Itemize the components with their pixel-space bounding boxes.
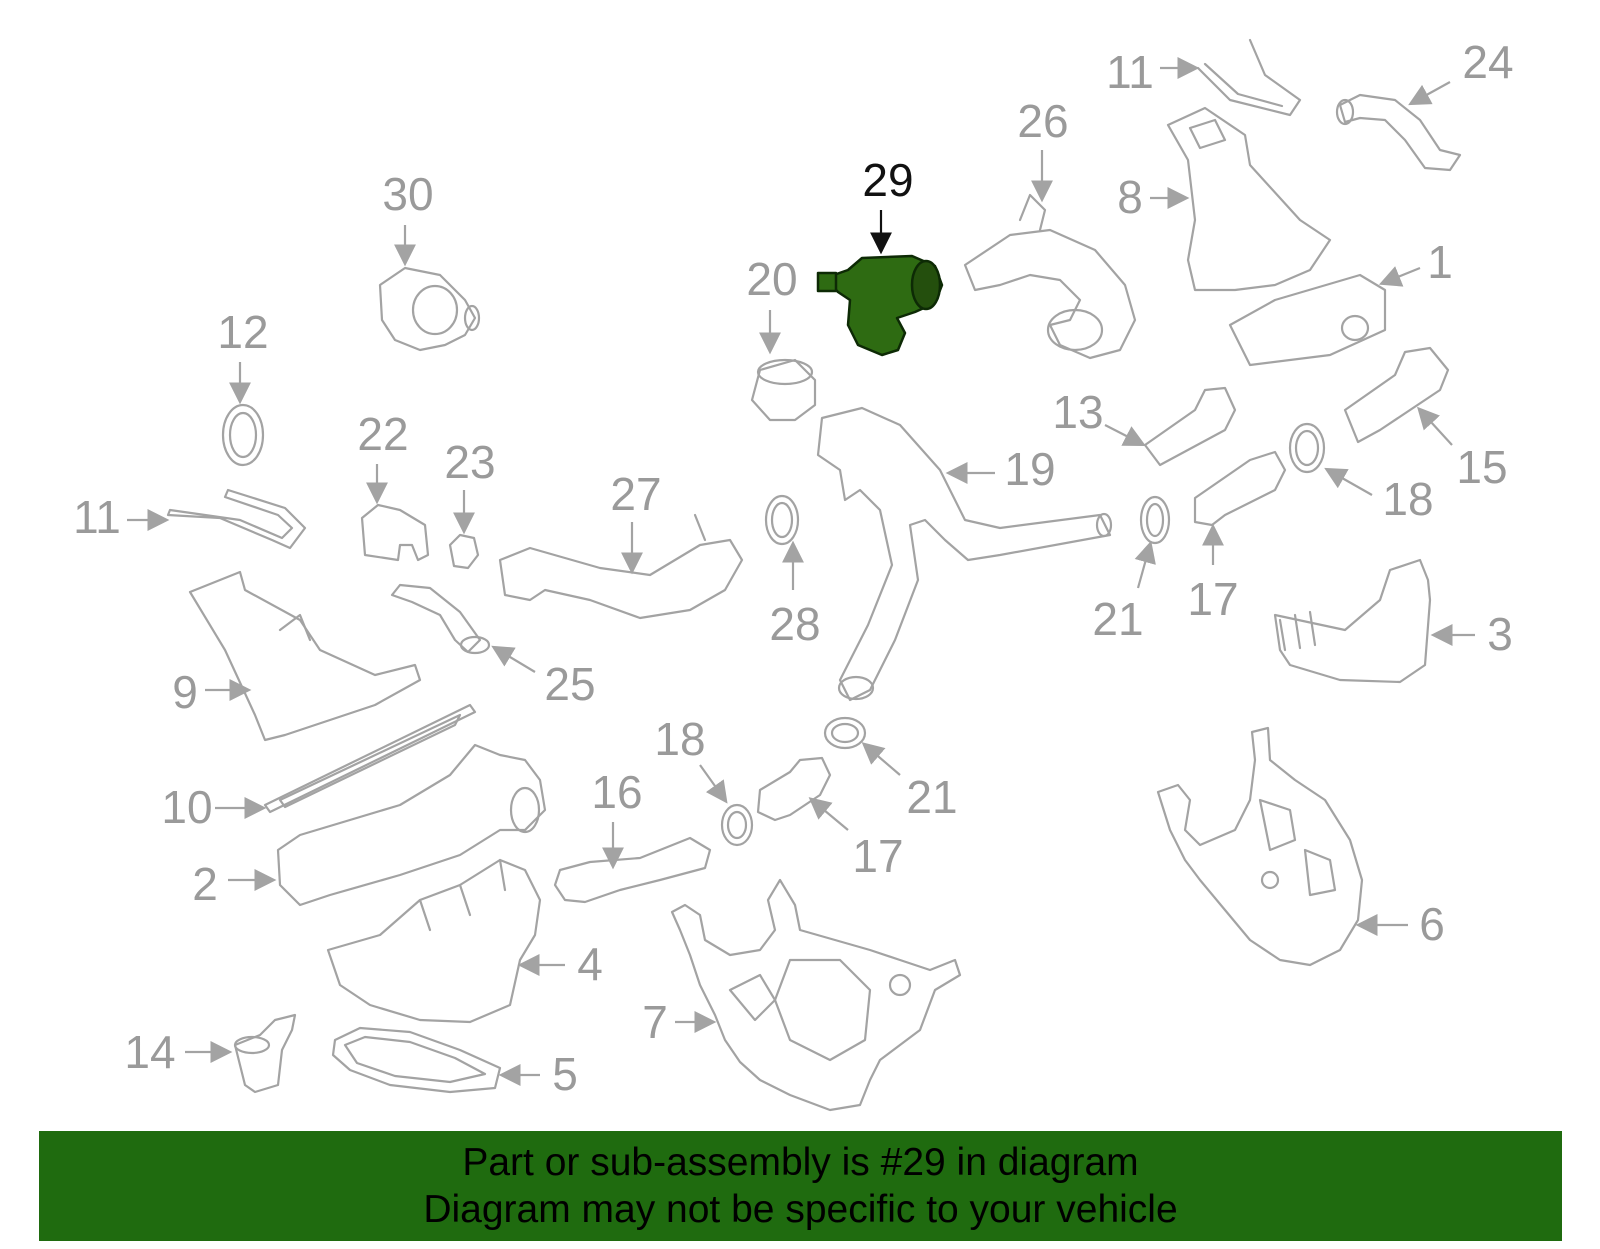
callout-18-left-arrow [699, 764, 728, 804]
callout-28: 28 [769, 598, 820, 650]
part-24-duct[interactable] [1335, 93, 1462, 172]
part-27-hose[interactable] [498, 513, 744, 620]
part-25-elbow[interactable] [390, 583, 491, 655]
part-26-intake-elbow[interactable] [963, 193, 1137, 360]
part-11-seal-top[interactable] [1196, 38, 1302, 117]
callout-21-right-arrow [1134, 540, 1156, 589]
callout-12: 12 [217, 306, 268, 358]
callout-17-right: 17 [1187, 573, 1238, 625]
callout-8: 8 [1117, 171, 1143, 223]
callout-11-top: 11 [1106, 46, 1154, 98]
part-7-bracket[interactable] [670, 878, 962, 1112]
callout-15: 15 [1456, 441, 1507, 493]
part-15-hose[interactable] [1343, 346, 1450, 444]
part-21-clamp-right[interactable] [1139, 495, 1171, 545]
part-21-clamp-left[interactable] [823, 716, 867, 750]
callout-23: 23 [444, 436, 495, 488]
callout-21-right: 21 [1092, 593, 1143, 645]
part-10-gasket[interactable] [263, 703, 477, 814]
part-20-coupler[interactable] [750, 358, 817, 422]
part-6-bracket[interactable] [1156, 726, 1364, 967]
part-11-seal-left[interactable] [166, 488, 307, 550]
part-14-fitting[interactable] [233, 1013, 297, 1094]
part-30-housing[interactable] [378, 266, 481, 352]
callout-21-left: 21 [906, 771, 957, 823]
callout-1: 1 [1427, 236, 1453, 288]
callout-9: 9 [172, 666, 198, 718]
callout-18-left: 18 [654, 713, 705, 765]
part-13-hose[interactable] [1143, 386, 1237, 467]
callout-27: 27 [610, 468, 661, 520]
part-17-hose-left[interactable] [756, 756, 832, 822]
part-9-air-duct[interactable] [188, 570, 422, 742]
callout-11-left: 11 [73, 491, 121, 543]
part-28-clamp[interactable] [764, 494, 800, 546]
callout-1-arrow [1378, 266, 1421, 287]
callout-30: 30 [382, 168, 433, 220]
part-4-heat-shield[interactable] [326, 858, 542, 1024]
part-19-intake-pipe[interactable] [816, 406, 1113, 702]
part-1-intercooler[interactable] [1228, 273, 1387, 367]
callout-18-right: 18 [1382, 473, 1433, 525]
callout-5: 5 [552, 1048, 578, 1100]
callout-17-left: 17 [852, 830, 903, 882]
callout-3: 3 [1487, 608, 1513, 660]
part-8-air-duct[interactable] [1166, 106, 1332, 292]
part-22-bracket[interactable] [360, 503, 430, 562]
part-18-clamp-right[interactable] [1288, 422, 1326, 474]
banner-line-1: Part or sub-assembly is #29 in diagram [462, 1141, 1139, 1184]
callout-6: 6 [1419, 898, 1445, 950]
part-29-throttle-housing[interactable] [816, 254, 944, 357]
callout-29: 29 [862, 154, 913, 206]
callout-4: 4 [577, 938, 603, 990]
part-23-cap[interactable] [448, 533, 480, 570]
callout-20: 20 [746, 253, 797, 305]
callout-26: 26 [1017, 95, 1068, 147]
part-5-gasket[interactable] [331, 1026, 502, 1094]
part-16-hose[interactable] [553, 836, 712, 904]
callout-18-right-arrow [1324, 467, 1373, 496]
part-12-o-ring[interactable] [221, 403, 265, 467]
callout-24: 24 [1462, 36, 1513, 88]
part-2-manifold[interactable] [276, 743, 547, 907]
callout-25-arrow [491, 645, 536, 673]
callout-19: 19 [1004, 443, 1055, 495]
part-17-hose-right[interactable] [1193, 450, 1287, 527]
part-3-shield[interactable] [1273, 558, 1432, 684]
callout-16: 16 [591, 766, 642, 818]
callout-22: 22 [357, 408, 408, 460]
banner-line-2: Diagram may not be specific to your vehi… [423, 1188, 1178, 1231]
callout-2: 2 [192, 858, 218, 910]
info-banner: Part or sub-assembly is #29 in diagram D… [39, 1131, 1562, 1241]
callout-13: 13 [1052, 386, 1103, 438]
callout-25: 25 [544, 658, 595, 710]
part-18-clamp-left[interactable] [720, 803, 754, 847]
callout-24-arrow [1408, 81, 1451, 106]
callout-21-left-arrow [861, 742, 901, 776]
callout-10: 10 [161, 781, 212, 833]
callout-15-arrow [1417, 406, 1453, 446]
callout-14: 14 [124, 1026, 175, 1078]
callout-17-left-arrow [808, 797, 849, 831]
callout-7: 7 [642, 996, 668, 1048]
callout-13-arrow [1104, 424, 1146, 447]
